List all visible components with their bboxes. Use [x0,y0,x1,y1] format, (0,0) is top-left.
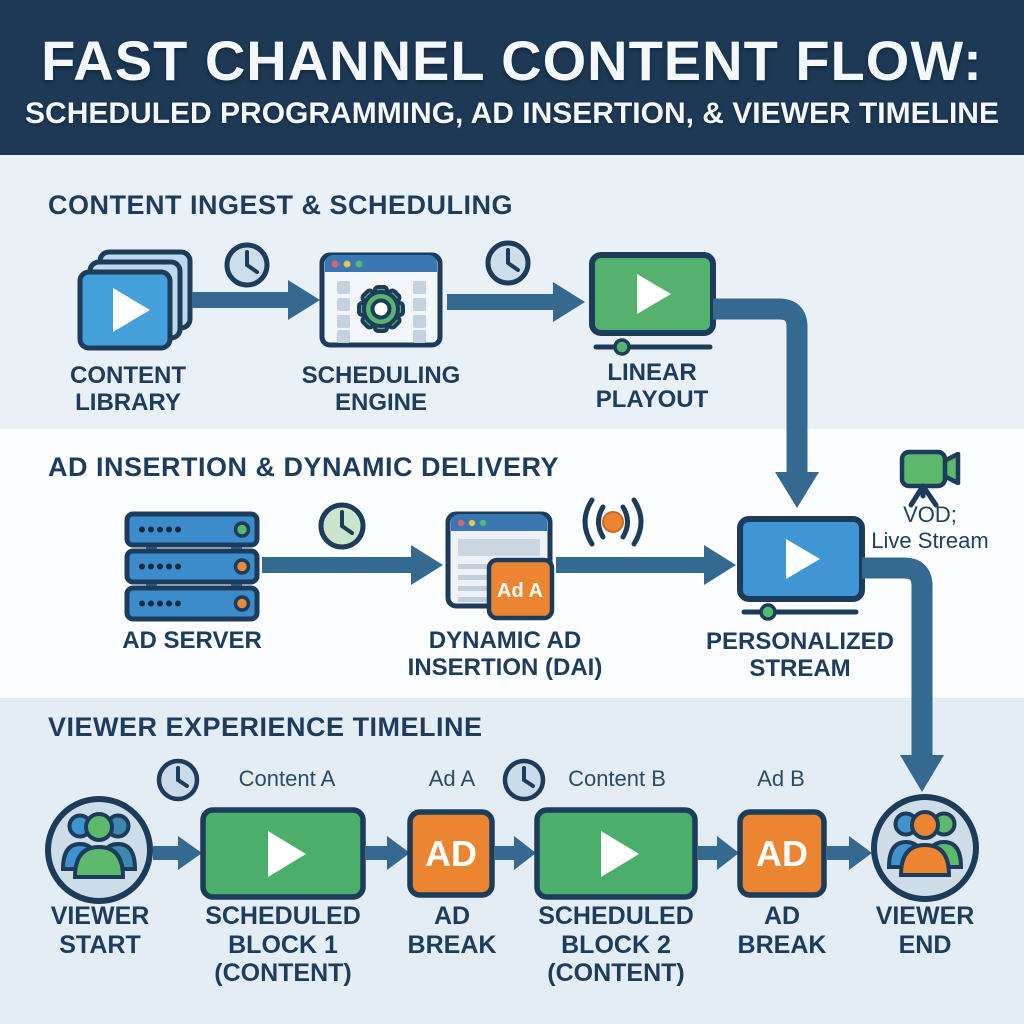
arrow-dai-to-stream [556,545,736,585]
arrow-block1-to-ad1 [366,836,410,870]
header-band [0,0,1024,155]
ad-break2-label: AD BREAK [737,902,827,959]
ad-break1-label: AD BREAK [407,902,497,959]
arrow-engine-to-playout [447,282,585,322]
ad-break-1: AD [407,809,495,898]
dai-icon: Ad A [445,511,555,621]
page-subtitle: SCHEDULED PROGRAMMING, AD INSERTION, & V… [25,97,999,130]
linear-playout-label: LINEAR PLAYOUT [595,359,709,414]
progress-bar [593,338,713,356]
arrow-library-to-engine [192,280,320,320]
personalized-stream-label: PERSONALIZED STREAM [705,628,894,683]
ad-server-icon [124,511,260,622]
marker-ad-a: Ad A [428,766,476,791]
marker-ad-b: Ad B [757,766,805,791]
block2-label: SCHEDULED BLOCK 2 (CONTENT) [538,902,694,987]
gear-icon [357,285,405,333]
content-library-label: CONTENT LIBRARY [70,362,186,417]
scheduling-engine-label: SCHEDULING ENGINE [301,362,461,417]
marker-content-b: Content B [568,766,666,791]
viewer-end-label: VIEWER END [875,902,975,959]
linear-playout-icon [589,252,716,356]
play-icon [601,831,639,877]
play-icon [113,288,150,332]
viewer-start-label: VIEWER START [50,902,150,959]
scheduling-engine-icon [319,252,443,348]
content-library-icon [77,249,193,351]
people-icon [60,812,138,879]
viewer-end-icon [871,794,979,902]
dai-ad-tag: Ad A [497,580,543,602]
ad-badge: AD [756,833,808,874]
scheduled-block-1 [200,807,366,900]
page-title: FAST CHANNEL CONTENT FLOW: [41,29,983,92]
play-icon [786,539,820,579]
video-camera-icon [899,449,961,508]
clock-icon [224,242,270,288]
arrow-playout-to-stream [713,298,819,508]
people-icon [886,810,964,877]
progress-bar [741,603,859,621]
clock-icon [502,758,546,802]
arrow-ad2-to-end [827,836,872,870]
viewer-start-icon [45,796,153,904]
marker-content-a: Content A [238,766,336,791]
personalized-stream-icon [737,516,865,621]
play-icon [637,274,671,314]
ad-break-2: AD [737,809,827,898]
arrow-stream-to-viewer-end [862,557,944,792]
signal-icon [582,497,644,547]
section-heading-ad-delivery: AD INSERTION & DYNAMIC DELIVERY [48,452,560,482]
block1-label: SCHEDULED BLOCK 1 (CONTENT) [205,902,361,987]
arrow-block2-to-ad2 [698,836,739,870]
scheduled-block-2 [534,807,698,900]
arrow-server-to-dai [262,545,443,585]
clock-icon [485,240,531,286]
play-icon [268,831,306,877]
ad-badge: AD [425,833,477,874]
clock-icon [318,502,366,550]
ad-server-label: AD SERVER [122,627,262,654]
section-heading-timeline: VIEWER EXPERIENCE TIMELINE [48,712,483,742]
section-heading-ingest: CONTENT INGEST & SCHEDULING [48,190,514,220]
vod-live-stream-label: VOD; Live Stream [871,502,989,553]
arrow-start-to-block1 [153,836,202,870]
clock-icon [156,758,200,802]
dai-label: DYNAMIC AD INSERTION (DAI) [407,627,603,682]
arrow-ad1-to-block2 [495,836,536,870]
